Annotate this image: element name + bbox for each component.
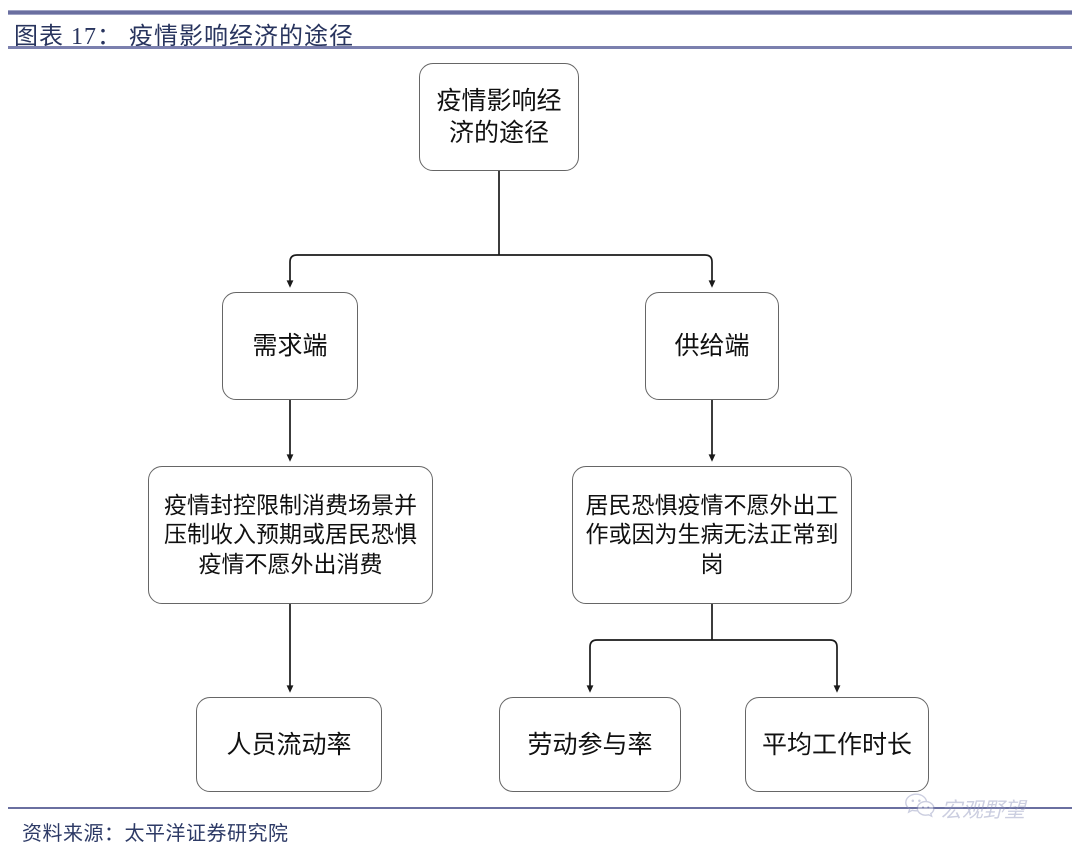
watermark-label: 宏观野望 — [941, 798, 1025, 822]
node-demand-detail[interactable]: 疫情封控限制消费场景并压制收入预期或居民恐惧疫情不愿外出消费 — [148, 466, 433, 604]
page-title: 图表 17： 疫情影响经济的途径 — [14, 24, 354, 50]
chart-footer: 资料来源：太平洋证券研究院 — [0, 807, 1080, 851]
node-supply-side-label: 供给端 — [674, 332, 750, 360]
watermark: 宏观野望 — [905, 793, 1025, 824]
node-root[interactable]: 疫情影响经济的途径 — [419, 63, 579, 171]
node-supply-detail-label: 居民恐惧疫情不愿外出工作或因为生病无法正常到岗 — [585, 491, 839, 577]
edge-detail-to-hours — [712, 639, 841, 693]
node-mobility-rate[interactable]: 人员流动率 — [196, 697, 382, 792]
node-average-working-hours-label: 平均工作时长 — [761, 730, 912, 759]
edge-detail-to-lfpr — [586, 639, 712, 693]
node-demand-side-label: 需求端 — [252, 332, 328, 360]
wechat-icon — [905, 793, 935, 824]
edge-root-to-supply — [499, 254, 716, 288]
node-mobility-rate-label: 人员流动率 — [226, 730, 352, 759]
node-supply-side[interactable]: 供给端 — [645, 292, 779, 400]
node-labor-participation-rate[interactable]: 劳动参与率 — [499, 697, 681, 792]
node-supply-detail[interactable]: 居民恐惧疫情不愿外出工作或因为生病无法正常到岗 — [572, 466, 852, 604]
header-rule-bottom — [8, 46, 1072, 49]
source-note: 资料来源：太平洋证券研究院 — [22, 823, 289, 845]
node-root-label: 疫情影响经济的途径 — [436, 87, 562, 147]
node-demand-detail-label: 疫情封控限制消费场景并压制收入预期或居民恐惧疫情不愿外出消费 — [164, 491, 417, 577]
header-rule-top — [8, 10, 1072, 15]
node-demand-side[interactable]: 需求端 — [222, 292, 358, 400]
node-average-working-hours[interactable]: 平均工作时长 — [745, 697, 929, 792]
edge-root-to-demand — [286, 254, 499, 288]
flowchart-canvas: 疫情影响经济的途径 需求端 供给端 疫情封控限制消费场景并压制收入预期或居民恐惧… — [0, 52, 1080, 807]
node-labor-participation-rate-label: 劳动参与率 — [527, 730, 653, 759]
footer-rule — [8, 807, 1072, 809]
chart-header: 图表 17： 疫情影响经济的途径 — [0, 0, 1080, 52]
flowchart-edges — [286, 171, 841, 693]
